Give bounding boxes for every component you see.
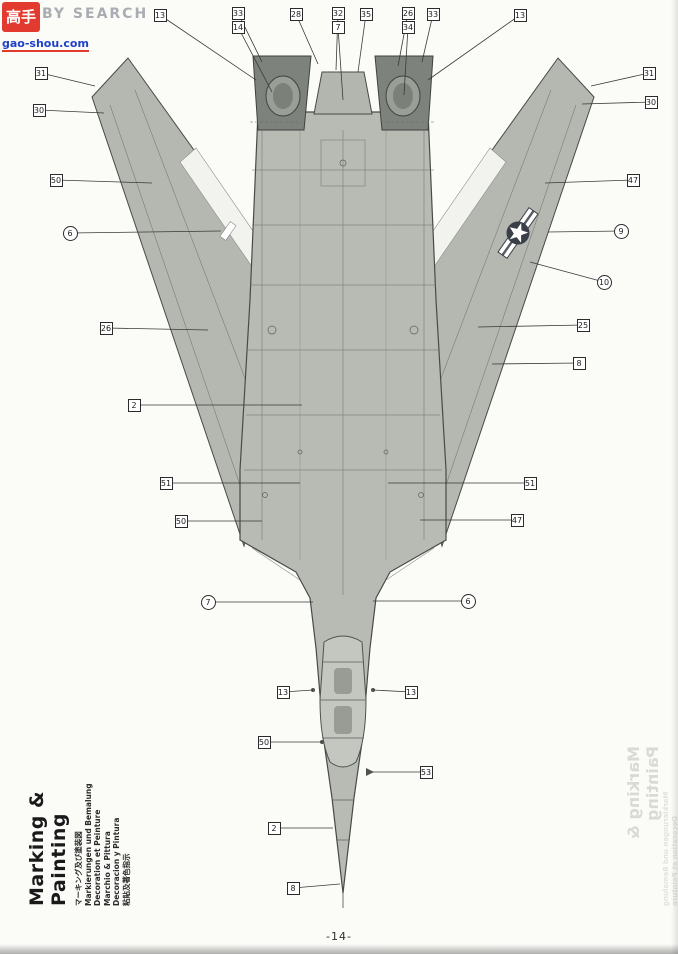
watermark-logo-text: 高手 xyxy=(5,7,36,26)
exhaust-left xyxy=(265,75,301,117)
callout-box-30: 30 xyxy=(644,95,658,109)
callout-box-14: 14 xyxy=(231,20,245,34)
scan-shadow-bottom xyxy=(0,944,678,954)
callout-box-13: 13 xyxy=(276,685,290,699)
callout-box-26: 26 xyxy=(99,321,113,335)
title-lang-ja: マーキング及び塗装図 xyxy=(74,831,83,906)
exhaust-right xyxy=(385,75,421,117)
title-lang-es: Decoracion y Pintura xyxy=(112,817,121,906)
national-insignia xyxy=(497,207,539,259)
callout-circle-6: 6 xyxy=(460,593,476,609)
page-title: Marking & Painting xyxy=(26,790,70,906)
callout-box-13: 13 xyxy=(153,8,167,22)
title-lang-fr: Decoration et Peinture xyxy=(93,809,102,906)
callout-box-50: 50 xyxy=(49,173,63,187)
body-panel-lines xyxy=(244,121,442,595)
title-lang-it: Marchio & Pittura xyxy=(102,831,112,906)
callout-box-8: 8 xyxy=(572,356,586,370)
callout-box-2: 2 xyxy=(267,821,281,835)
callout-box-13: 13 xyxy=(404,685,418,699)
callout-box-8: 8 xyxy=(286,881,300,895)
callout-box-31: 31 xyxy=(34,66,48,80)
callout-box-31: 31 xyxy=(642,66,656,80)
watermark-brand: BY SEARCH xyxy=(42,6,149,22)
callout-box-51: 51 xyxy=(523,476,537,490)
callout-box-34: 34 xyxy=(401,20,415,34)
callout-box-32: 32 xyxy=(331,6,345,20)
page-number: -14- xyxy=(326,930,352,943)
canopy xyxy=(319,635,367,768)
probe-right xyxy=(366,768,374,776)
body-small-details xyxy=(262,159,424,908)
callout-box-7: 7 xyxy=(331,20,345,34)
callout-box-2: 2 xyxy=(127,398,141,412)
callout-box-47: 47 xyxy=(510,513,524,527)
callout-box-47: 47 xyxy=(626,173,640,187)
callout-box-28: 28 xyxy=(289,7,303,21)
callout-box-53: 53 xyxy=(419,765,433,779)
scan-shadow-right xyxy=(671,0,678,954)
title-languages: マーキング及び塗装図 Markierungen und Bemalung Dec… xyxy=(74,736,131,906)
tail-sting xyxy=(313,71,373,115)
title-block: Marking & Painting マーキング及び塗装図 Markierung… xyxy=(26,736,131,906)
callout-box-35: 35 xyxy=(359,7,373,21)
title-lang-de: Markierungen und Bemalung xyxy=(83,783,93,906)
watermark: 高手 BY SEARCH gao-shou.com xyxy=(2,2,148,52)
watermark-url: gao-shou.com xyxy=(2,37,89,52)
callout-circle-10: 10 xyxy=(596,274,612,290)
watermark-logo: 高手 xyxy=(2,2,40,32)
callout-box-30: 30 xyxy=(32,103,46,117)
callout-box-50: 50 xyxy=(257,735,271,749)
callout-circle-7: 7 xyxy=(200,594,216,610)
callout-box-13: 13 xyxy=(513,8,527,22)
callout-box-25: 25 xyxy=(576,318,590,332)
callout-box-50: 50 xyxy=(174,514,188,528)
callout-box-33: 33 xyxy=(231,6,245,20)
callout-box-51: 51 xyxy=(159,476,173,490)
callout-box-33: 33 xyxy=(426,7,440,21)
left-wing-stripe xyxy=(219,221,237,241)
title-lang-zh: 粘貼及著色指示 xyxy=(121,853,131,907)
callout-circle-6: 6 xyxy=(62,225,78,241)
callout-circle-9: 9 xyxy=(613,223,629,239)
callout-box-26: 26 xyxy=(401,6,415,20)
